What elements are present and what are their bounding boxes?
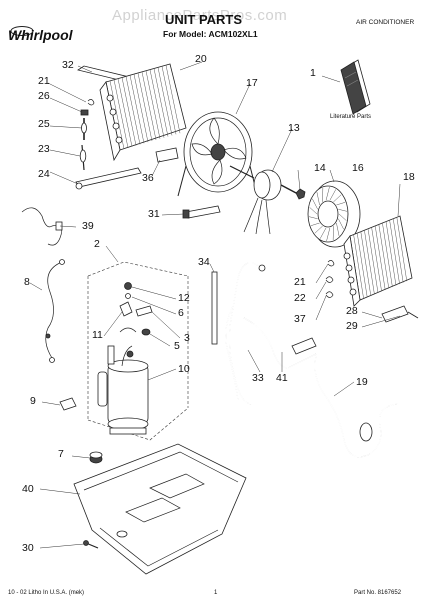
callout-7: 7	[58, 448, 64, 460]
blower-wheel	[307, 180, 361, 248]
nut-5	[141, 328, 151, 336]
evaporator-coil	[343, 215, 413, 307]
callout-24: 24	[38, 168, 50, 180]
liquid-line-19	[314, 355, 399, 458]
callout-20: 20	[195, 53, 207, 65]
callout-8: 8	[24, 276, 30, 288]
callout-39: 39	[82, 220, 94, 232]
callout-12: 12	[178, 292, 190, 304]
footer-part-number: Part No. 8167652	[354, 590, 402, 596]
footer-litho: 10 - 02 Litho In U.S.A. (mek)	[8, 590, 84, 596]
callout-14: 14	[314, 162, 326, 174]
callout-33: 33	[252, 372, 264, 384]
callout-34: 34	[198, 256, 210, 268]
callout-2: 2	[94, 238, 100, 250]
terminal-cover-11	[119, 301, 133, 317]
discharge-tube-41	[243, 317, 317, 369]
callout-40: 40	[22, 483, 34, 495]
thermostat-bracket	[381, 305, 419, 323]
literature-label: Literature Parts	[330, 114, 371, 120]
nut	[295, 188, 306, 200]
washer-6	[125, 293, 131, 299]
suction-tube-33	[225, 262, 266, 405]
grommet-7	[89, 451, 103, 464]
literature-booklet: Literature Parts	[330, 59, 371, 120]
footer-page: 1	[214, 590, 218, 596]
drain-rod-34	[211, 271, 218, 345]
model-label: For Model: ACM102XL1	[163, 29, 258, 39]
page-title: UNIT PARTS	[165, 12, 242, 27]
callout-6: 6	[178, 307, 184, 319]
grommet-12	[124, 282, 132, 290]
callout-21: 21	[294, 276, 306, 288]
overload-clip	[119, 327, 137, 333]
valve-26	[80, 109, 89, 116]
callout-18: 18	[403, 171, 415, 183]
callout-16: 16	[352, 162, 364, 174]
callout-23: 23	[38, 143, 50, 155]
strainer-23	[79, 144, 87, 171]
base-pan	[73, 443, 247, 575]
callout-13: 13	[288, 122, 300, 134]
brand-logo: Whirlpool	[8, 26, 74, 43]
clip-37	[325, 291, 334, 298]
callout-28: 28	[346, 305, 358, 317]
callout-21: 21	[38, 75, 50, 87]
callout-36: 36	[142, 172, 154, 184]
callout-10: 10	[178, 363, 190, 375]
tube-24	[75, 167, 142, 190]
callout-26: 26	[38, 90, 50, 102]
wire-harness	[45, 259, 65, 363]
category-label: AIR CONDITIONER	[356, 19, 414, 26]
callout-17: 17	[246, 77, 258, 89]
compressor-kit-box	[87, 261, 189, 441]
callout-9: 9	[30, 395, 36, 407]
bracket-36	[155, 147, 179, 163]
callout-32: 32	[62, 59, 74, 71]
callout-31: 31	[148, 208, 160, 220]
power-cord-39	[21, 207, 63, 246]
clip-22	[325, 276, 334, 283]
capillary-25	[81, 118, 87, 140]
brand-name: Whirlpool	[8, 27, 74, 43]
tube-31	[182, 205, 221, 219]
fan-shroud	[177, 111, 257, 197]
callout-11: 11	[92, 329, 103, 341]
callout-30: 30	[22, 542, 34, 554]
condenser-coil	[99, 63, 187, 162]
callout-37: 37	[294, 313, 306, 325]
compressor	[97, 345, 149, 435]
callout-5: 5	[174, 340, 180, 352]
callout-29: 29	[346, 320, 358, 332]
callout-3: 3	[184, 332, 190, 344]
bracket-9	[59, 397, 77, 411]
callout-25: 25	[38, 118, 50, 130]
watermark: AppliancePartsPros.com	[112, 7, 287, 24]
clip-21b	[327, 260, 335, 267]
fan-motor	[229, 165, 299, 235]
callout-19: 19	[356, 376, 368, 388]
clip-21	[87, 99, 95, 106]
clip-3	[135, 305, 153, 317]
screw-30	[83, 540, 99, 549]
leader-lines	[29, 61, 401, 549]
callout-1: 1	[310, 67, 316, 79]
callout-22: 22	[294, 292, 306, 304]
callout-41: 41	[276, 372, 288, 384]
